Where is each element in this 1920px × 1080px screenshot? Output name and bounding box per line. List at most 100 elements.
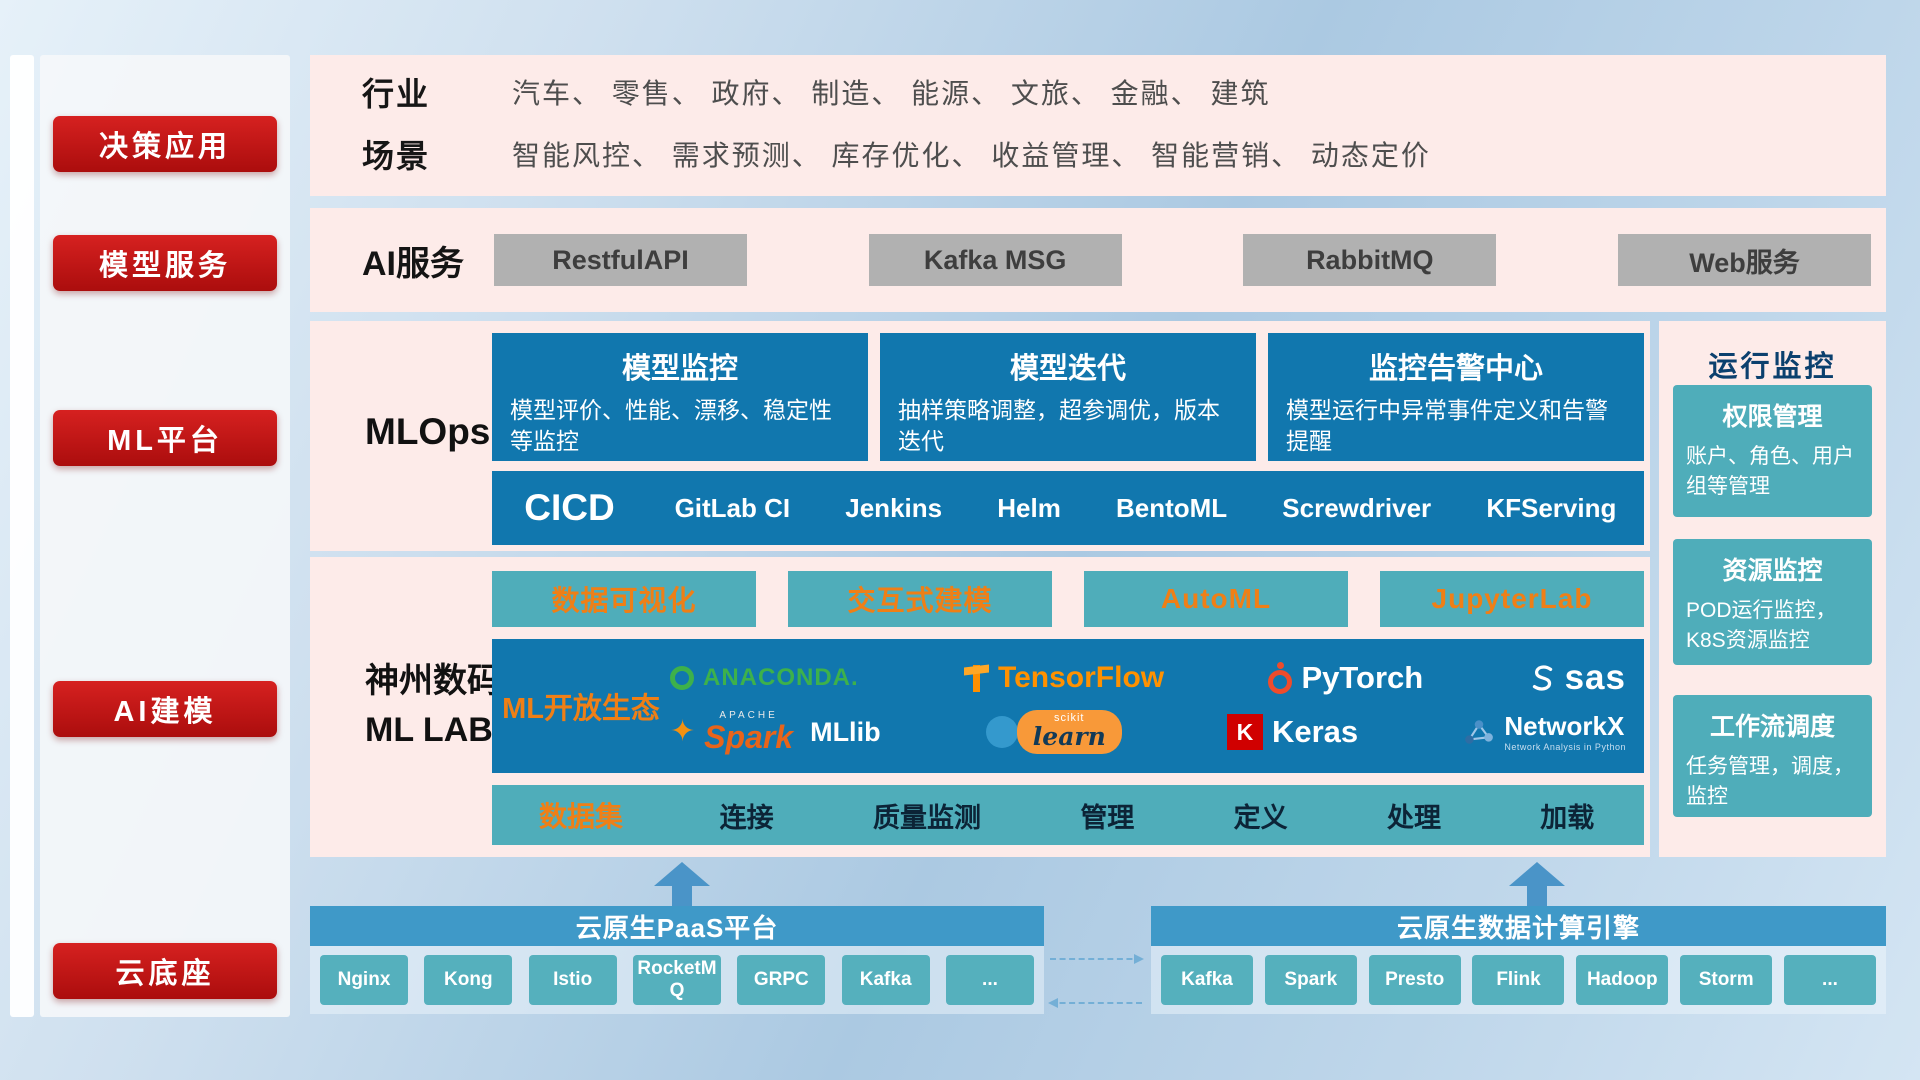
jupyterlab-button[interactable]: JupyterLab (1380, 571, 1644, 627)
dataset-items: 连接 质量监测 管理 定义 处理 加载 (670, 796, 1644, 835)
restful-api-button[interactable]: RestfulAPI (494, 234, 747, 286)
chip-kafka[interactable]: Kafka (841, 955, 930, 1005)
data-engine-header: 云原生数据计算引擎 (1151, 906, 1886, 946)
arrowhead-right (1134, 954, 1144, 964)
rail-button-decision-app[interactable]: 决策应用 (53, 116, 277, 172)
tensorflow-logo: TensorFlow (963, 661, 1164, 695)
anaconda-icon (670, 666, 694, 690)
data-visualization-button[interactable]: 数据可视化 (492, 571, 756, 627)
chip-rocketmq[interactable]: RocketMQ (632, 955, 721, 1005)
chip-grpc[interactable]: GRPC (737, 955, 826, 1005)
model-monitoring-desc: 模型评价、性能、漂移、稳定性等监控 (510, 397, 832, 455)
anaconda-text: ANACONDA. (703, 664, 859, 691)
dashed-arrow-left (1048, 998, 1142, 1008)
mllib-text: MLlib (810, 716, 881, 747)
chip-kafka-engine[interactable]: Kafka (1161, 955, 1253, 1005)
permission-management-desc: 账户、角色、用户组等管理 (1686, 445, 1854, 499)
dataset-item-quality: 质量监测 (872, 802, 981, 833)
chip-paas-more[interactable]: ... (945, 955, 1034, 1005)
scenario-label: 场景 (362, 138, 431, 174)
dataset-label: 数据集 (538, 801, 623, 832)
pytorch-logo: PyTorch (1268, 660, 1423, 696)
scenario-list: 智能风控、 需求预测、 库存优化、 收益管理、 智能营销、 动态定价 (512, 140, 1431, 171)
mlops-label: MLOps (365, 411, 491, 452)
cicd-item-screwdriver: Screwdriver (1282, 492, 1432, 523)
resource-monitor-desc: POD运行监控，K8S资源监控 (1686, 599, 1837, 653)
alert-center-title: 监控告警中心 (1368, 353, 1543, 385)
permission-management-card: 权限管理 账户、角色、用户组等管理 (1673, 385, 1872, 517)
chip-hadoop[interactable]: Hadoop (1576, 955, 1669, 1005)
mllab-panel: 神州数码 ML LAB 数据可视化 交互式建模 AutoML JupyterLa… (310, 557, 1650, 857)
paas-chip-row: Nginx Kong Istio RocketMQ GRPC Kafka ... (310, 946, 1044, 1014)
chip-spark[interactable]: Spark (1264, 955, 1357, 1005)
ai-service-buttons: RestfulAPI Kafka MSG RabbitMQ Web服务 (494, 234, 1886, 286)
web-service-button[interactable]: Web服务 (1617, 234, 1871, 286)
cicd-items: GitLab CI Jenkins Helm BentoML Screwdriv… (647, 493, 1644, 524)
interactive-modeling-button[interactable]: 交互式建模 (788, 571, 1052, 627)
chip-storm[interactable]: Storm (1680, 955, 1773, 1005)
mllab-label: 神州数码 ML LAB (365, 657, 501, 756)
runtime-monitor-title: 运行监控 (1708, 351, 1837, 383)
chip-nginx[interactable]: Nginx (320, 955, 408, 1005)
apache-text: APACHE (719, 710, 778, 721)
networkx-subtitle: Network Analysis in Python (1504, 741, 1626, 752)
sas-swirl-icon (1532, 665, 1552, 691)
rail-button-cloud-base[interactable]: 云底座 (53, 943, 277, 999)
chip-istio[interactable]: Istio (528, 955, 617, 1005)
chip-flink[interactable]: Flink (1472, 955, 1565, 1005)
scikit-learn-icon (985, 716, 1018, 748)
cicd-bar: CICD GitLab CI Jenkins Helm BentoML Scre… (492, 471, 1644, 545)
mllab-feature-buttons: 数据可视化 交互式建模 AutoML JupyterLab (492, 571, 1644, 627)
up-arrow-right (1509, 862, 1565, 906)
mlops-cards: 模型监控 模型评价、性能、漂移、稳定性等监控 模型迭代 抽样策略调整，超参调优，… (492, 333, 1644, 461)
up-arrow-left (654, 862, 710, 906)
spark-mllib-logo: ✦ APACHE Spark MLlib (670, 710, 881, 754)
runtime-monitor-panel: 运行监控 权限管理 账户、角色、用户组等管理 资源监控 POD运行监控，K8S资… (1659, 321, 1886, 857)
paas-platform-header: 云原生PaaS平台 (310, 906, 1044, 946)
spark-wordmark: APACHE Spark (704, 710, 793, 754)
ml-ecosystem-label: ML开放生态 (502, 693, 660, 725)
cicd-item-gitlab-ci: GitLab CI (674, 492, 791, 523)
ml-ecosystem-logos: ANACONDA. TensorFlow PyTorch sa (670, 658, 1644, 754)
dataset-bar: 数据集 连接 质量监测 管理 定义 处理 加载 (492, 785, 1644, 845)
ml-ecosystem-box: ML开放生态 ANACONDA. TensorFlow PyTorch (492, 639, 1644, 773)
workflow-scheduler-title: 工作流调度 (1709, 713, 1835, 741)
mlops-panel: MLOps 模型监控 模型评价、性能、漂移、稳定性等监控 模型迭代 抽样策略调整… (310, 321, 1650, 551)
rabbitmq-button[interactable]: RabbitMQ (1243, 234, 1497, 286)
industry-label: 行业 (362, 76, 431, 112)
sas-logo: sas (1528, 658, 1626, 698)
cicd-item-helm: Helm (997, 492, 1061, 523)
chip-presto[interactable]: Presto (1368, 955, 1461, 1005)
model-iteration-card: 模型迭代 抽样策略调整，超参调优，版本迭代 (880, 333, 1256, 461)
industry-row: 行业 汽车、 零售、 政府、 制造、 能源、 文旅、 金融、 建筑 (310, 61, 1886, 123)
chip-engine-more[interactable]: ... (1783, 955, 1876, 1005)
dataset-item-define: 定义 (1233, 802, 1288, 833)
kafka-msg-button[interactable]: Kafka MSG (868, 234, 1122, 286)
rail-button-ai-modeling[interactable]: AI建模 (53, 681, 277, 737)
alert-center-desc: 模型运行中异常事件定义和告警提醒 (1286, 397, 1608, 455)
engine-chip-row: Kafka Spark Presto Flink Hadoop Storm ..… (1151, 946, 1886, 1014)
mllab-label-line1: 神州数码 (365, 662, 501, 700)
scenario-row: 场景 智能风控、 需求预测、 库存优化、 收益管理、 智能营销、 动态定价 (310, 123, 1886, 185)
industry-scenario-panel: 行业 汽车、 零售、 政府、 制造、 能源、 文旅、 金融、 建筑 场景 智能风… (310, 55, 1886, 196)
chip-kong[interactable]: Kong (424, 955, 513, 1005)
up-arrow-head (654, 862, 710, 886)
scikit-text: scikit (1054, 712, 1085, 724)
left-rail (40, 55, 290, 1017)
networkx-logo: NetworkX Network Analysis in Python (1463, 711, 1626, 752)
ecosystem-logo-row-2: ✦ APACHE Spark MLlib scikit learn (670, 710, 1626, 754)
ecosystem-logo-row-1: ANACONDA. TensorFlow PyTorch sa (670, 658, 1626, 698)
networkx-wordmark: NetworkX Network Analysis in Python (1504, 711, 1626, 752)
dataset-item-load: 加载 (1540, 802, 1595, 833)
keras-text: Keras (1271, 714, 1359, 749)
sas-text: sas (1564, 658, 1626, 697)
dataset-item-connect: 连接 (719, 802, 774, 833)
spark-star-icon: ✦ (670, 715, 696, 748)
rail-button-ml-platform[interactable]: ML平台 (53, 410, 277, 466)
learn-text: learn (1032, 722, 1106, 751)
tensorflow-icon (963, 663, 989, 693)
cicd-item-jenkins: Jenkins (845, 492, 943, 523)
automl-button[interactable]: AutoML (1084, 571, 1348, 627)
rail-button-model-service[interactable]: 模型服务 (53, 235, 277, 291)
alert-center-card: 监控告警中心 模型运行中异常事件定义和告警提醒 (1268, 333, 1644, 461)
